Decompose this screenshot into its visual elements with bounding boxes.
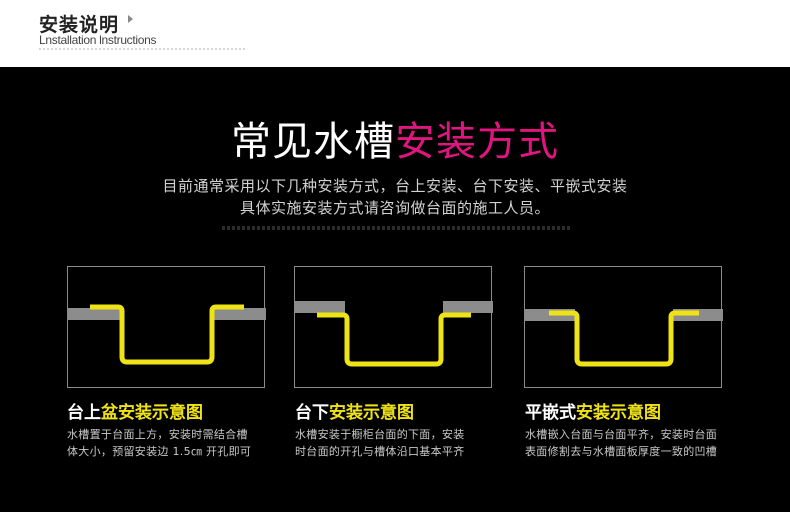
triangle-arrow-icon [128,15,133,23]
detail-flush-mount-line-1: 水槽嵌入台面与台面平齐，安装时台面 [525,428,718,441]
detail-flush-mount: 水槽嵌入台面与台面平齐，安装时台面 表面修割去与水槽面板厚度一致的凹槽 [525,426,717,460]
sink-outline [317,312,471,367]
caption-under-mount-yellow: 安装示意图 [329,403,414,423]
detail-under-mount-line-2: 时台面的开孔与槽体沿口基本平齐 [295,445,465,458]
detail-under-mount: 水槽安装于橱柜台面的下面，安装 时台面的开孔与槽体沿口基本平齐 [295,426,465,460]
caption-top-mount-white: 台上 [67,403,101,423]
diagram-top-mount [67,266,266,388]
caption-flush-mount-yellow: 安装示意图 [576,403,661,423]
flush-mount-sink-illustration [525,309,723,367]
diagram-flush-mount [524,266,723,388]
detail-top-mount-line-2: 体大小，预留安装边 1.5㎝ 开孔即可 [67,445,252,458]
caption-under-mount: 台下安装示意图 [295,398,414,423]
caption-top-mount-yellow: 盆安装示意图 [101,403,203,423]
main-title-white: 常见水槽 [231,119,395,165]
detail-top-mount-line-1: 水槽置于台面上方，安装时需结合槽 [67,428,248,441]
caption-under-mount-white: 台下 [295,403,329,423]
caption-flush-mount-white: 平嵌式 [525,403,576,423]
countertop-right [212,308,266,320]
countertop-right [443,301,493,313]
header-bar: 安装说明 Lnstallation lnstructions [0,0,790,67]
countertop-left [295,301,345,313]
detail-under-mount-line-1: 水槽安装于橱柜台面的下面，安装 [295,428,465,441]
sink-outline [549,310,699,367]
main-title-pink: 安装方式 [395,119,559,165]
under-mount-sink-illustration [295,301,493,367]
countertop-left [68,308,122,320]
caption-top-mount: 台上盆安装示意图 [67,398,203,423]
section-subtitle: Lnstallation lnstructions [39,33,157,47]
decorative-fine-print [222,226,572,230]
detail-flush-mount-line-2: 表面修割去与水槽面板厚度一致的凹槽 [525,445,718,458]
description-line-1: 目前通常采用以下几种安装方式，台上安装、台下安装、平嵌式安装 [162,177,628,195]
section-title: 安装说明 [39,14,120,36]
detail-top-mount: 水槽置于台面上方，安装时需结合槽 体大小，预留安装边 1.5㎝ 开孔即可 [67,426,251,460]
main-title: 常见水槽安装方式 [0,118,790,166]
sink-outline [90,304,244,365]
diagram-under-mount [294,266,493,388]
header-divider [39,48,245,50]
caption-flush-mount: 平嵌式安装示意图 [525,398,661,423]
description-line-2: 具体实施安装方式请咨询做台面的施工人员。 [239,199,550,217]
top-mount-sink-illustration [68,304,266,365]
